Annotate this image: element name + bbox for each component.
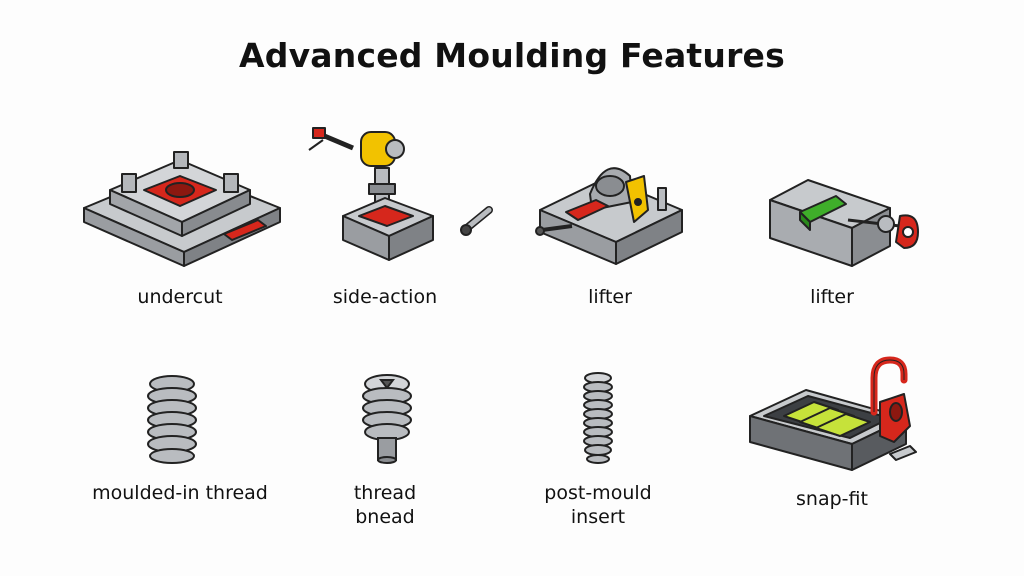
feature-snap-fit: snap-fit (704, 340, 960, 530)
feature-label: moulded-in thread (92, 482, 268, 504)
feature-label-line1: post-mould (544, 482, 652, 504)
feature-label: lifter (588, 286, 632, 308)
feature-lifter-2: lifter (704, 130, 960, 330)
side-action-mechanism-icon (308, 127, 493, 261)
page-title: Advanced Moulding Features (239, 36, 785, 75)
feature-label-line2: insert (570, 506, 626, 528)
feature-label: lifter (810, 286, 854, 308)
feature-label-line2: bnead (355, 506, 415, 528)
feature-label: undercut (137, 286, 223, 308)
lifter-mechanism-icon (535, 167, 683, 265)
feature-label: snap-fit (796, 488, 868, 510)
snap-fit-box-icon (749, 356, 917, 471)
feature-lifter: lifter (482, 130, 738, 330)
feature-moulded-in-thread: moulded-in thread (52, 370, 308, 520)
feature-post-mould-insert: post-mould insert (470, 370, 726, 540)
feature-thread: thread bnead (257, 370, 513, 540)
lifter-block-icon (769, 179, 919, 267)
coil-spring-thread-icon (147, 375, 197, 464)
feature-label-line1: thread (353, 482, 417, 504)
threaded-insert-icon (583, 372, 613, 464)
feature-undercut: undercut (52, 130, 308, 330)
feature-label: side-action (332, 286, 438, 308)
feature-side-action: side-action (257, 110, 513, 330)
threaded-post-icon (362, 374, 412, 464)
undercut-mould-icon (83, 151, 281, 267)
